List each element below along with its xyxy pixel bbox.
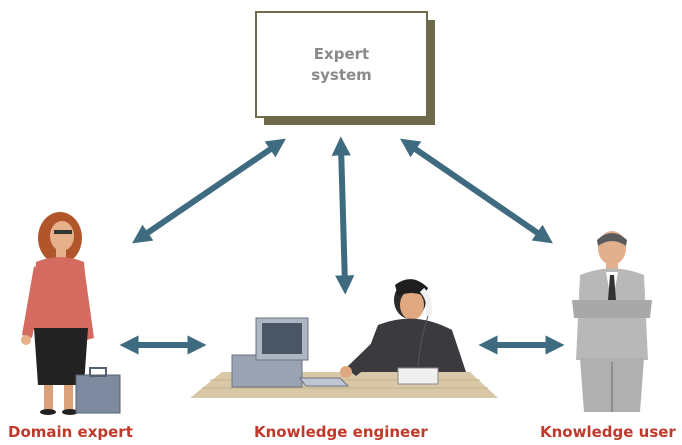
knowledge-user-figure bbox=[572, 231, 652, 412]
expert-system-label: Expert system bbox=[256, 12, 427, 117]
arrow-box-to-knowledge-engineer bbox=[331, 136, 355, 295]
arrow-box-to-domain-expert bbox=[132, 138, 286, 244]
domain-expert-figure bbox=[21, 212, 121, 415]
expert-system-box bbox=[255, 11, 435, 125]
knowledge-engineer-figure bbox=[190, 279, 498, 398]
computer-icon bbox=[231, 317, 350, 388]
arrow-box-to-knowledge-user bbox=[400, 138, 553, 244]
domain-expert-caption: Domain expert bbox=[8, 423, 133, 441]
knowledge-engineer-caption: Knowledge engineer bbox=[254, 423, 428, 441]
expert-system-line2: system bbox=[311, 65, 372, 84]
knowledge-user-caption: Knowledge user bbox=[540, 423, 676, 441]
telephone-icon bbox=[397, 287, 439, 385]
expert-system-line1: Expert bbox=[313, 44, 370, 63]
